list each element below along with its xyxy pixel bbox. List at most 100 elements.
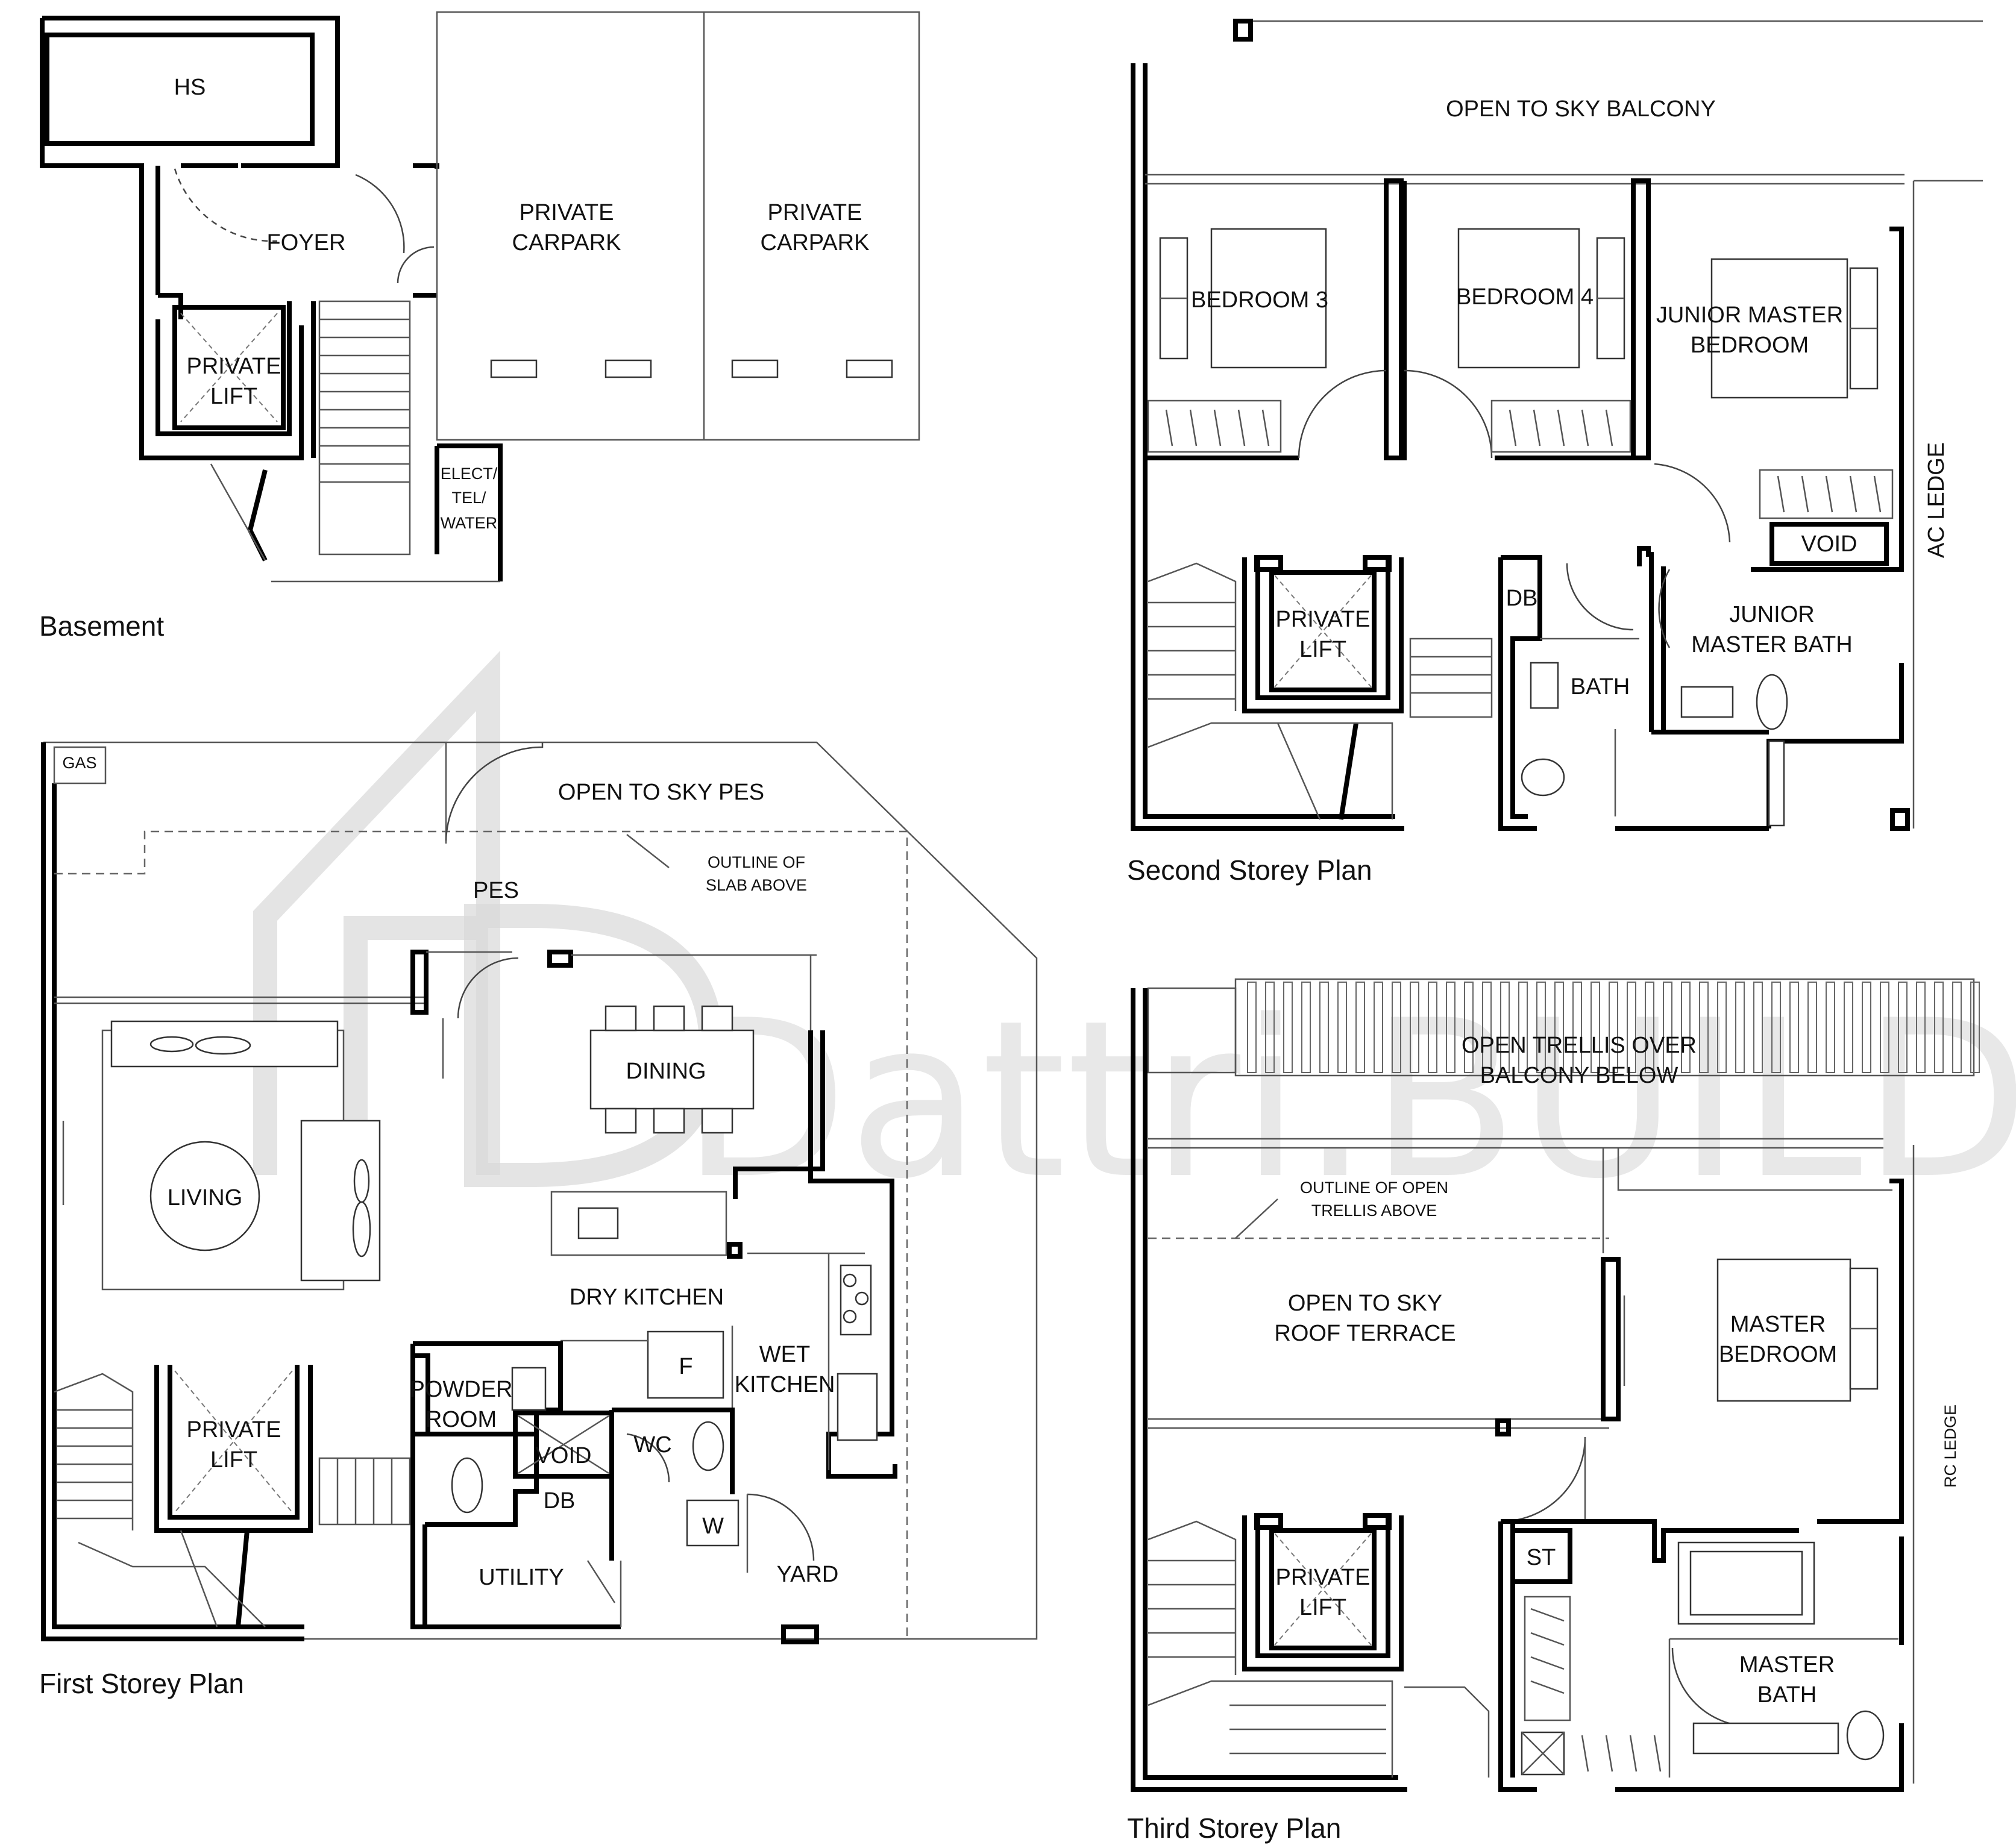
room-dining: DINING bbox=[626, 1059, 706, 1084]
room-open-pes: OPEN TO SKY PES bbox=[558, 780, 764, 805]
trellis-slat bbox=[1464, 982, 1474, 1073]
fridge-label: F bbox=[679, 1354, 692, 1379]
washer-label: W bbox=[702, 1514, 724, 1539]
trellis-slat bbox=[1880, 982, 1889, 1073]
trellis-slat bbox=[1862, 982, 1871, 1073]
third-private-lift bbox=[1242, 1513, 1404, 1671]
basement-wall-top bbox=[42, 16, 340, 168]
room-living: LIVING bbox=[168, 1185, 243, 1211]
trellis-slat bbox=[1789, 982, 1799, 1073]
lift-label-line1: PRIVATE bbox=[187, 354, 281, 379]
third-stairs bbox=[1148, 1520, 1490, 1778]
kitchen-island bbox=[550, 1191, 727, 1256]
bedroom4-bed bbox=[1457, 228, 1580, 369]
room-wet-kitchen-line1: WET bbox=[759, 1342, 810, 1367]
third-storey-plan: OPEN TRELLIS OVER BALCONY BELOW OUTLINE … bbox=[1127, 978, 1980, 1844]
room-void: VOID bbox=[1801, 531, 1857, 557]
basement-stairs bbox=[210, 300, 411, 562]
carpark1-line2: CARPARK bbox=[512, 230, 621, 255]
outline-trellis-line1: OUTLINE OF OPEN bbox=[1300, 1179, 1448, 1197]
basement-wall-left bbox=[40, 18, 304, 460]
trellis-slat bbox=[1753, 982, 1763, 1073]
room-jm-bath-line2: MASTER BATH bbox=[1691, 632, 1852, 657]
fridge bbox=[647, 1330, 724, 1399]
open-trellis bbox=[1234, 978, 1980, 1077]
outline-slab-above bbox=[54, 830, 908, 1639]
trellis-slat bbox=[1337, 982, 1347, 1073]
trellis-slat bbox=[1807, 982, 1817, 1073]
room-jm-bath-line1: JUNIOR bbox=[1729, 602, 1814, 627]
trellis-slat bbox=[1301, 982, 1311, 1073]
trellis-slat bbox=[1952, 982, 1962, 1073]
second-private-lift bbox=[1242, 555, 1404, 713]
room-st: ST bbox=[1527, 1545, 1556, 1570]
carpark1-line1: PRIVATE bbox=[520, 200, 614, 225]
trellis-slat bbox=[1826, 982, 1835, 1073]
room-hs: HS bbox=[174, 75, 206, 100]
first-lift-line2: LIFT bbox=[210, 1447, 257, 1473]
trellis-slat bbox=[1536, 982, 1546, 1073]
trellis-slat bbox=[1699, 982, 1709, 1073]
outline-slab-line1: OUTLINE OF bbox=[708, 853, 805, 871]
room-wet-kitchen-line2: KITCHEN bbox=[735, 1372, 835, 1397]
outline-slab-line2: SLAB ABOVE bbox=[706, 876, 807, 894]
trellis-slat bbox=[1374, 982, 1383, 1073]
trellis-slat bbox=[1591, 982, 1600, 1073]
room-db: DB bbox=[544, 1488, 576, 1514]
trellis-slat bbox=[1283, 982, 1293, 1073]
trellis-slat bbox=[1681, 982, 1691, 1073]
trellis-slat bbox=[1916, 982, 1926, 1073]
room-master-bed-line1: MASTER bbox=[1730, 1312, 1826, 1337]
trellis-slat bbox=[1735, 982, 1745, 1073]
trellis-slat bbox=[1771, 982, 1781, 1073]
trellis-slat bbox=[1663, 982, 1672, 1073]
trellis-slat bbox=[1627, 982, 1636, 1073]
second-lift-line1: PRIVATE bbox=[1276, 607, 1371, 632]
trellis-slat bbox=[1898, 982, 1908, 1073]
room-master-bed-line2: BEDROOM bbox=[1719, 1342, 1837, 1367]
outline-trellis-line2: TRELLIS ABOVE bbox=[1311, 1201, 1437, 1220]
room-terrace-line1: OPEN TO SKY bbox=[1288, 1291, 1442, 1316]
room-master-bath-line2: BATH bbox=[1757, 1682, 1817, 1708]
trellis-slat bbox=[1518, 982, 1528, 1073]
room-foyer: FOYER bbox=[267, 230, 346, 255]
room-bedroom4: BEDROOM 4 bbox=[1456, 284, 1594, 310]
basement-plan: HS FOYER PRIVATE LIFT PRIVATE CARPARK PR… bbox=[39, 11, 920, 642]
basement-private-lift bbox=[172, 305, 286, 430]
ac-ledge-label: AC LEDGE bbox=[1924, 442, 1949, 558]
room-gas: GAS bbox=[62, 754, 96, 772]
second-stairs bbox=[1148, 562, 1493, 820]
room-jm-bedroom-line1: JUNIOR MASTER bbox=[1656, 302, 1843, 328]
third-lift-line1: PRIVATE bbox=[1276, 1565, 1371, 1590]
carpark2-line1: PRIVATE bbox=[768, 200, 862, 225]
hs-room-wall bbox=[45, 33, 315, 146]
trellis-slat bbox=[1410, 982, 1419, 1073]
elect-line2: TEL/ bbox=[451, 489, 486, 507]
second-wall-left bbox=[1131, 63, 1404, 831]
jm-bed bbox=[1710, 258, 1848, 399]
washer bbox=[686, 1499, 740, 1547]
room-dry-kitchen: DRY KITCHEN bbox=[570, 1285, 724, 1310]
watermark: Dattri.BUILD bbox=[253, 650, 2016, 1226]
watermark-brand: Dattri.BUILD bbox=[681, 974, 2016, 1226]
room-open-balcony: OPEN TO SKY BALCONY bbox=[1446, 96, 1716, 122]
trellis-slat bbox=[1572, 982, 1582, 1073]
living-furniture bbox=[62, 1020, 381, 1291]
room-bedroom3: BEDROOM 3 bbox=[1191, 287, 1328, 313]
st-box bbox=[1510, 1528, 1572, 1584]
room-powder-line2: ROOM bbox=[425, 1407, 497, 1432]
second-lift-line2: LIFT bbox=[1299, 637, 1346, 662]
room-jm-bedroom-line2: BEDROOM bbox=[1691, 333, 1809, 358]
lift-label-line2: LIFT bbox=[210, 384, 257, 409]
room-void: VOID bbox=[536, 1443, 592, 1468]
third-wall-left bbox=[1131, 988, 1407, 1792]
first-storey-title: First Storey Plan bbox=[39, 1668, 244, 1699]
bedroom3-bed bbox=[1210, 228, 1327, 369]
third-lift-line2: LIFT bbox=[1299, 1595, 1346, 1620]
trellis-slat bbox=[1482, 982, 1492, 1073]
kitchen-sink bbox=[837, 1373, 878, 1441]
trellis-slat bbox=[1446, 982, 1455, 1073]
room-wc: WC bbox=[633, 1432, 671, 1458]
trellis-slat bbox=[1392, 982, 1401, 1073]
